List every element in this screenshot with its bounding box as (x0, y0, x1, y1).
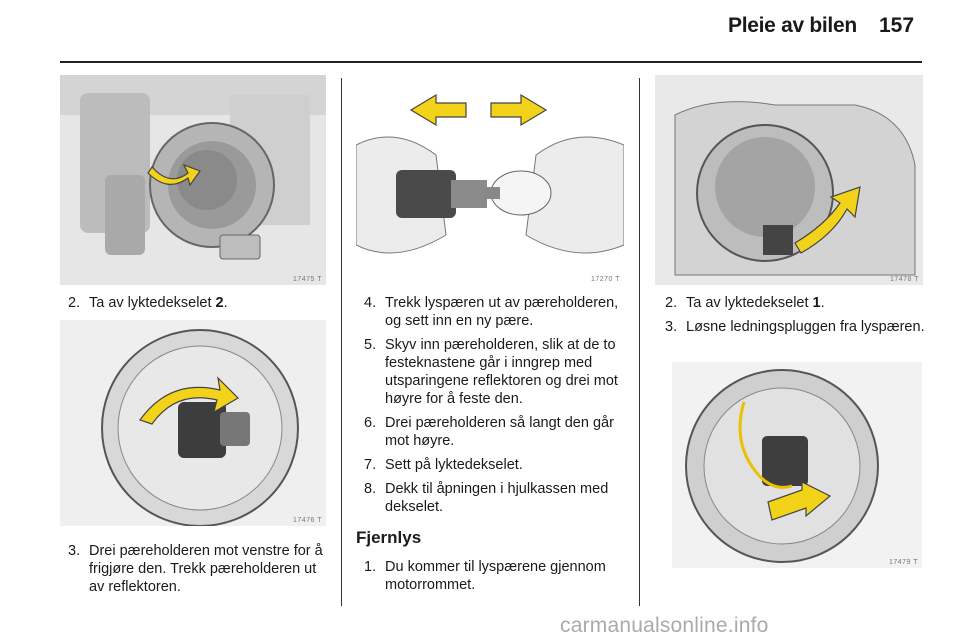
figure-code: 17478 T (889, 276, 919, 283)
bulb-holder-illustration (60, 320, 326, 526)
list-item: 3. Løsne ledningspluggen fra lyspæren. (665, 318, 927, 336)
header-divider (60, 61, 922, 63)
step-number: 7. (364, 457, 377, 473)
figure-connector-removal: 17479 T (672, 362, 922, 568)
figure-high-beam-cover: 17478 T (655, 75, 923, 285)
column-divider-left (341, 78, 342, 606)
list-item: 5. Skyv inn pæreholderen, slik at de to f… (364, 336, 630, 408)
step-number: 8. (364, 481, 377, 497)
figure-code: 17479 T (888, 559, 918, 566)
figure-code: 17475 T (292, 276, 322, 283)
step-tail: . (820, 295, 825, 311)
list-item: 7. Sett på lyktedekselet. (364, 456, 630, 474)
step-text: Dekk til åpningen i hjulkassen med dekse… (385, 481, 609, 515)
step-text: Ta av lyktedekselet (89, 295, 216, 311)
list-item: 2. Ta av lyktedekselet 2. (68, 294, 333, 312)
step-text: Du kommer til lyspærene gjennom motorrom… (385, 559, 606, 593)
step-number: 3. (665, 319, 678, 335)
step-number: 4. (364, 295, 377, 311)
left-steps-bottom: 3. Drei pæreholderen mot venstre for å f… (68, 542, 333, 602)
headlamp-cover-illustration (60, 75, 326, 285)
column-divider-right (639, 78, 640, 606)
list-item: 2. Ta av lyktedekselet 1. (665, 294, 927, 312)
step-reference: 1 (812, 295, 821, 311)
step-number: 2. (68, 295, 81, 311)
step-text: Løsne ledningspluggen fra lyspæren. (686, 319, 925, 335)
step-number: 3. (68, 543, 81, 559)
figure-headlamp-cover: 17475 T (60, 75, 326, 285)
list-item: 8. Dekk til åpningen i hjulkassen med dek… (364, 480, 630, 516)
step-text: Sett på lyktedekselet. (385, 457, 523, 473)
step-text: Trekk lyspæren ut av pæreholderen, og se… (385, 295, 619, 329)
figure-bulb-replacement: 17270 T (356, 75, 624, 285)
page-header-title: Pleie av bilen (728, 14, 857, 37)
high-beam-cover-illustration (655, 75, 923, 285)
bulb-replacement-illustration (356, 75, 624, 285)
step-text: Drei pæreholderen mot venstre for å frig… (89, 543, 323, 595)
page-number: 157 (879, 14, 915, 37)
step-text: Skyv inn pæreholderen, slik at de to fes… (385, 337, 618, 407)
step-text: Ta av lyktedekselet (686, 295, 813, 311)
list-item: 3. Drei pæreholderen mot venstre for å f… (68, 542, 333, 596)
high-beam-steps: 1. Du kommer til lyspærene gjennom motorr… (364, 558, 630, 600)
step-number: 6. (364, 415, 377, 431)
step-number: 1. (364, 559, 377, 575)
step-text: Drei pæreholderen så langt den går mot h… (385, 415, 614, 449)
list-item: 6. Drei pæreholderen så langt den går mot… (364, 414, 630, 450)
connector-removal-illustration (672, 362, 922, 568)
figure-code: 17270 T (590, 276, 620, 283)
step-tail: . (223, 295, 228, 311)
step-reference: 2 (215, 295, 224, 311)
list-item: 4. Trekk lyspæren ut av pæreholderen, og … (364, 294, 630, 330)
list-item: 1. Du kommer til lyspærene gjennom motorr… (364, 558, 630, 594)
footer-watermark: carmanualsonline.info (560, 614, 769, 637)
right-steps: 2. Ta av lyktedekselet 1. 3. Løsne ledni… (665, 294, 927, 342)
figure-code: 17476 T (292, 517, 322, 524)
figure-bulb-holder-rotate: 17476 T (60, 320, 326, 526)
step-number: 5. (364, 337, 377, 353)
middle-steps: 4. Trekk lyspæren ut av pæreholderen, og … (364, 294, 630, 522)
step-number: 2. (665, 295, 678, 311)
section-heading: Fjernlys (356, 528, 422, 547)
left-steps-top: 2. Ta av lyktedekselet 2. (68, 294, 333, 318)
